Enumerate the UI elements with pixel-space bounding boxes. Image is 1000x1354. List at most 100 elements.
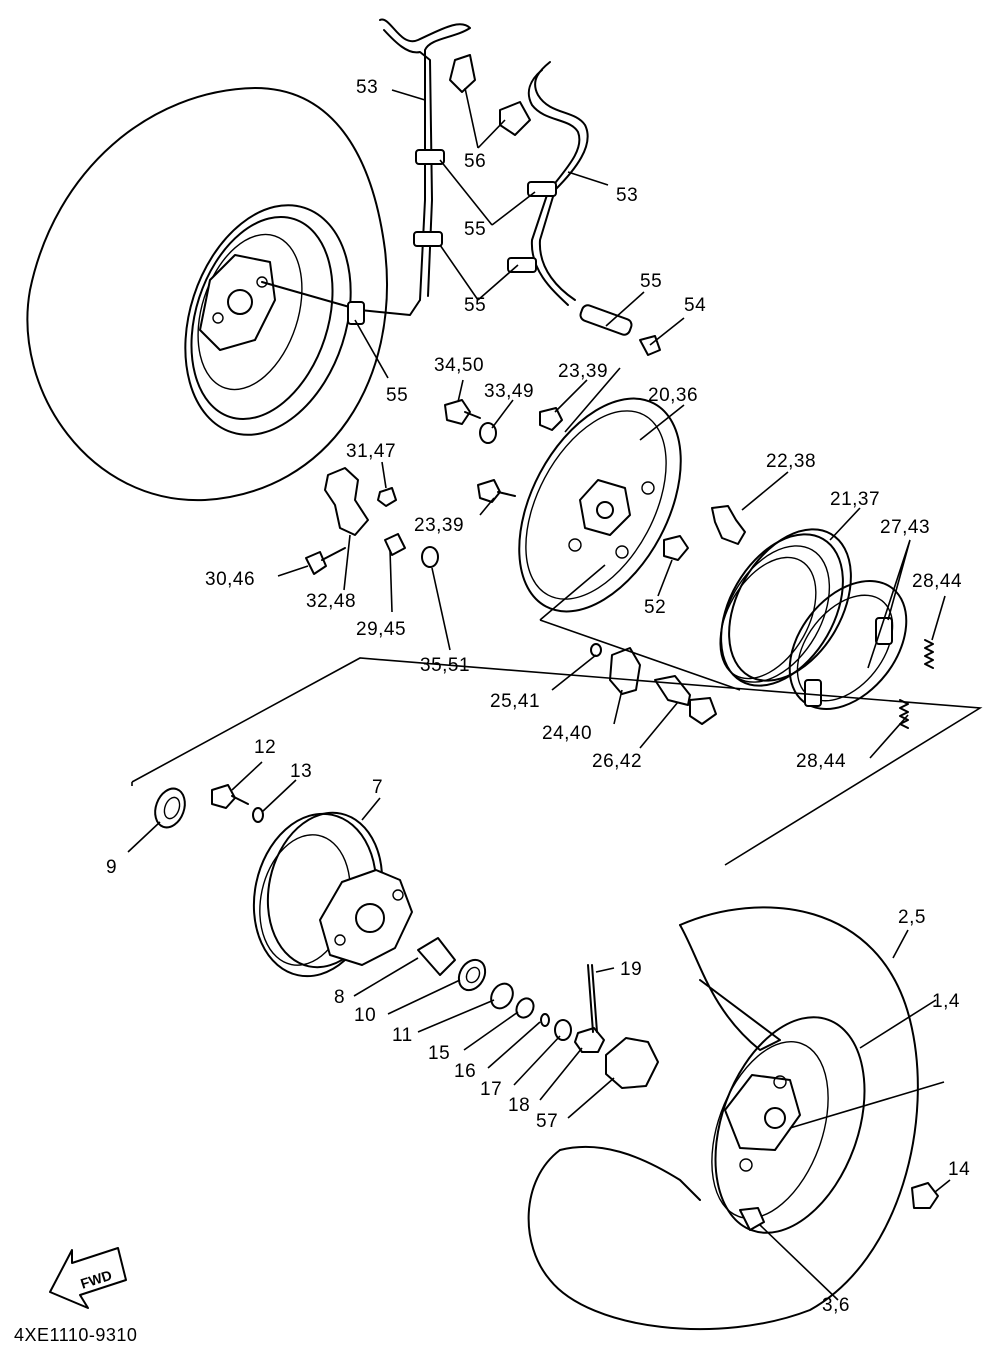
axle-parts <box>417 937 659 1089</box>
fwd-arrow-icon: FWD <box>49 1247 127 1309</box>
callout-34-50: 34,50 <box>434 355 485 376</box>
backing-plate-inner <box>525 410 667 600</box>
hub-assembly <box>154 784 413 978</box>
callout-12: 12 <box>254 737 277 758</box>
bearing-10 <box>457 958 487 992</box>
cap-57 <box>605 1037 659 1089</box>
callout-55a: 55 <box>464 219 487 240</box>
cap-26-42 <box>689 697 717 725</box>
hub-7-bore <box>355 903 385 933</box>
washer-15 <box>515 997 535 1019</box>
lower-rim-inner <box>711 1041 829 1219</box>
backing-plate-bolt-c <box>615 545 629 559</box>
callout-31-47: 31,47 <box>346 441 397 462</box>
callout-55d: 55 <box>386 385 409 406</box>
callout-13: 13 <box>290 761 313 782</box>
lower-wheel-assembly <box>527 906 939 1331</box>
bolt-12-shank <box>231 795 249 805</box>
bolt-23-39-b <box>477 479 501 503</box>
callout-22-38: 22,38 <box>766 451 817 472</box>
callout-32-48: 32,48 <box>306 591 357 612</box>
shoe-block-a <box>875 617 893 645</box>
drum-rib-2 <box>719 556 817 680</box>
callout-18: 18 <box>508 1095 531 1116</box>
cable-end-55 <box>579 304 633 336</box>
spring-upper <box>924 639 934 669</box>
bolt-52 <box>663 535 689 561</box>
bracket-56-a <box>449 54 476 93</box>
nut-31-47 <box>377 487 397 507</box>
backing-plate-bolt-a <box>641 481 655 495</box>
lower-hub-stud-b <box>773 1075 787 1089</box>
hub-7-flange <box>319 869 413 966</box>
callout-17: 17 <box>480 1079 503 1100</box>
callout-28-44a: 28,44 <box>912 571 963 592</box>
upper-rim-inner <box>197 233 303 391</box>
callout-26-42: 26,42 <box>592 751 643 772</box>
callout-8: 8 <box>334 987 346 1008</box>
oring-16 <box>540 1013 550 1027</box>
fitting-22-38 <box>711 505 746 545</box>
cable-left-53 <box>379 18 471 301</box>
upper-hub-bolt-a <box>212 312 224 324</box>
bolt-34-50 <box>444 399 471 425</box>
backing-plate-hole <box>596 501 614 519</box>
nut-18 <box>574 1027 605 1053</box>
lower-rim-center <box>724 1074 801 1151</box>
brake-drum <box>719 528 852 687</box>
diagram-code: 4XE1110-9310 <box>14 1325 138 1345</box>
lower-hub-stud-a <box>739 1158 753 1172</box>
lower-rim-outer <box>714 1016 866 1234</box>
callout-9: 9 <box>106 857 118 878</box>
shoe-ring-outer <box>788 580 908 710</box>
callout-53a: 53 <box>356 77 379 98</box>
cable-right-53-inner <box>527 69 581 306</box>
drum-outer-1 <box>720 533 844 687</box>
callout-15: 15 <box>428 1043 451 1064</box>
callout-28-44b: 28,44 <box>796 751 847 772</box>
bolt-23-39-b-shank <box>497 491 516 497</box>
callout-2-5: 2,5 <box>898 907 926 928</box>
callout-33-49: 33,49 <box>484 381 535 402</box>
upper-brake-cable <box>261 281 421 316</box>
callout-16: 16 <box>454 1061 477 1082</box>
bolt-30-46-shank <box>321 547 346 561</box>
backing-plate-outer <box>518 397 682 613</box>
callout-35-51: 35,51 <box>420 655 471 676</box>
cable-left-53-inner <box>383 29 433 297</box>
bearing-10-inner <box>465 966 481 984</box>
callout-23-39a: 23,39 <box>558 361 609 382</box>
lower-tire-outline <box>527 906 919 1331</box>
cam-lever-assembly <box>305 467 369 575</box>
lower-tire-cut-lower <box>559 1145 701 1201</box>
clip-29-45 <box>384 533 406 556</box>
bracket-56-b <box>499 101 531 136</box>
callout-20-36: 20,36 <box>648 385 699 406</box>
shoe-block-b <box>804 679 822 707</box>
drum-rib-1 <box>719 545 831 683</box>
cotter-pin-19 <box>587 964 598 1033</box>
collar-8 <box>417 937 456 976</box>
callout-53b: 53 <box>616 185 639 206</box>
callout-1-4: 1,4 <box>932 991 960 1012</box>
oring-25-41 <box>590 643 602 657</box>
assembly-group-outline <box>131 657 983 866</box>
brake-backing-plate <box>518 397 682 613</box>
upper-rim-mid <box>190 216 334 420</box>
backing-plate-bolt-b <box>568 538 582 552</box>
plate-fasteners <box>377 399 689 568</box>
lower-hub-hole <box>764 1107 786 1129</box>
upper-hub-center <box>227 289 253 315</box>
callout-55b: 55 <box>464 295 487 316</box>
callout-7: 7 <box>372 777 384 798</box>
callout-14: 14 <box>948 1159 971 1180</box>
callout-23-39b: 23,39 <box>414 515 465 536</box>
callout-29-45: 29,45 <box>356 619 407 640</box>
callout-27-43: 27,43 <box>880 517 931 538</box>
brake-group-outline <box>539 564 741 691</box>
seal-9-inner <box>163 796 181 820</box>
callout-25-41: 25,41 <box>490 691 541 712</box>
bolt-26-42 <box>654 675 691 706</box>
